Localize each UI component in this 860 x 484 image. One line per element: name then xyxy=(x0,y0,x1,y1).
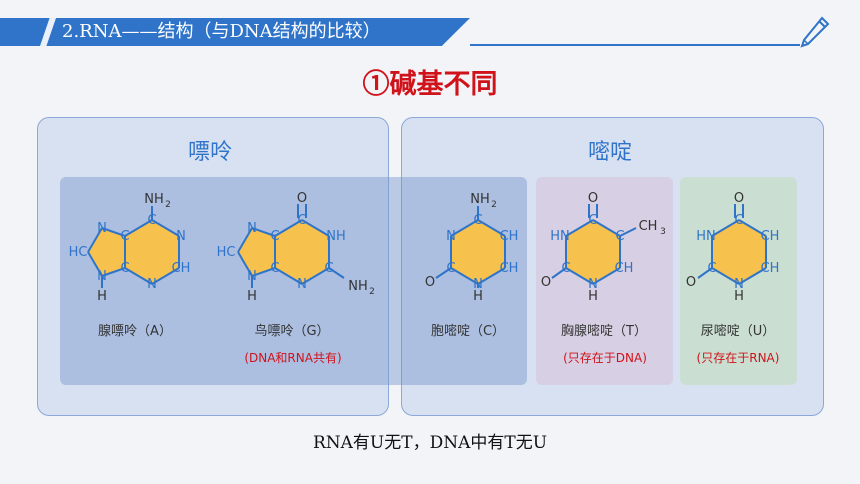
thymine-panel xyxy=(536,177,673,385)
atom-label: N xyxy=(734,277,744,292)
atom-label: N xyxy=(446,229,456,244)
header-banner xyxy=(0,18,470,46)
uracil-name: 尿嘧啶（U） xyxy=(700,324,776,339)
atom-label: N xyxy=(588,277,598,292)
atom-label: C xyxy=(120,261,129,276)
atom-label: C xyxy=(147,213,156,228)
atom-label: H xyxy=(247,289,257,304)
atom-label: C xyxy=(270,229,279,244)
atom-label: N xyxy=(473,277,483,292)
cytosine-name: 胞嘧啶（C） xyxy=(430,324,506,339)
atom-label: N xyxy=(97,221,107,236)
atom-label: H xyxy=(588,289,598,304)
atom-label: C xyxy=(297,213,306,228)
atom-label: HC xyxy=(69,245,88,260)
atom-label: O xyxy=(297,191,307,206)
atom-label: N xyxy=(247,221,257,236)
header-underline xyxy=(470,44,800,46)
atom-label: C xyxy=(324,261,333,276)
atom-label: N xyxy=(97,269,107,284)
common-bases-panel xyxy=(60,177,527,385)
atom-label: 2 xyxy=(165,200,171,210)
atom-label: H xyxy=(97,289,107,304)
footer-text: RNA有U无T，DNA中有T无U xyxy=(312,433,548,453)
atom-label: O xyxy=(686,275,696,290)
atom-label: CH xyxy=(615,261,634,276)
atom-label: NH xyxy=(348,279,368,294)
atom-label: N xyxy=(297,277,307,292)
atom-label: CH xyxy=(172,261,191,276)
atom-label: O xyxy=(425,275,435,290)
atom-label: C xyxy=(588,213,597,228)
adenine-structure: C N CH N C C N HC N NH 2 H xyxy=(69,192,191,304)
adenine-name: 腺嘌呤（A） xyxy=(98,324,172,339)
atom-label: 2 xyxy=(491,200,497,210)
atom-label: C xyxy=(446,261,455,276)
atom-label: NH xyxy=(470,192,490,207)
atom-label: CH xyxy=(500,229,519,244)
guanine-structure: C NH C N C C N HC N O NH 2 H xyxy=(217,191,375,304)
atom-label: NH xyxy=(144,192,164,207)
purine-title: 嘌呤 xyxy=(187,140,232,165)
atom-label: 2 xyxy=(369,287,375,297)
atom-label: O xyxy=(734,191,744,206)
guanine-name: 鸟嘌呤（G） xyxy=(254,324,330,339)
atom-label: HC xyxy=(217,245,236,260)
atom-label: N xyxy=(247,269,257,284)
atom-label: CH xyxy=(761,229,780,244)
pyrimidine-title: 嘧啶 xyxy=(587,140,632,165)
atom-label: O xyxy=(588,191,598,206)
section-title: ①碱基不同 xyxy=(362,69,498,100)
atom-label: C xyxy=(473,213,482,228)
atom-label: NH xyxy=(326,229,346,244)
thymine-note: (只存在于DNA) xyxy=(563,351,647,365)
atom-label: C xyxy=(615,229,624,244)
pen-icon xyxy=(800,16,830,48)
atom-label: N xyxy=(147,277,157,292)
uracil-note: (只存在于RNA) xyxy=(696,351,780,365)
atom-label: CH xyxy=(639,219,658,234)
atom-label: CH xyxy=(500,261,519,276)
cytosine-structure: C CH CH N C N NH 2 O H xyxy=(425,192,519,304)
guanine-note: (DNA和RNA共有) xyxy=(244,351,342,365)
atom-label: C xyxy=(561,261,570,276)
atom-label: CH xyxy=(761,261,780,276)
page-title: 2.RNA——结构（与DNA结构的比较） xyxy=(62,21,381,42)
uracil-structure: C CH CH N C HN O O H xyxy=(686,191,780,304)
thymine-structure: C C CH N C HN O CH 3 O H xyxy=(541,191,666,304)
atom-label: C xyxy=(120,229,129,244)
atom-label: H xyxy=(734,289,744,304)
atom-label: HN xyxy=(550,229,570,244)
thymine-name: 胸腺嘧啶（T） xyxy=(561,324,647,339)
atom-label: 3 xyxy=(660,227,666,237)
atom-label: C xyxy=(270,261,279,276)
atom-label: O xyxy=(541,275,551,290)
atom-label: HN xyxy=(696,229,716,244)
atom-label: N xyxy=(176,229,186,244)
atom-label: C xyxy=(707,261,716,276)
atom-label: C xyxy=(734,213,743,228)
atom-label: H xyxy=(473,289,483,304)
